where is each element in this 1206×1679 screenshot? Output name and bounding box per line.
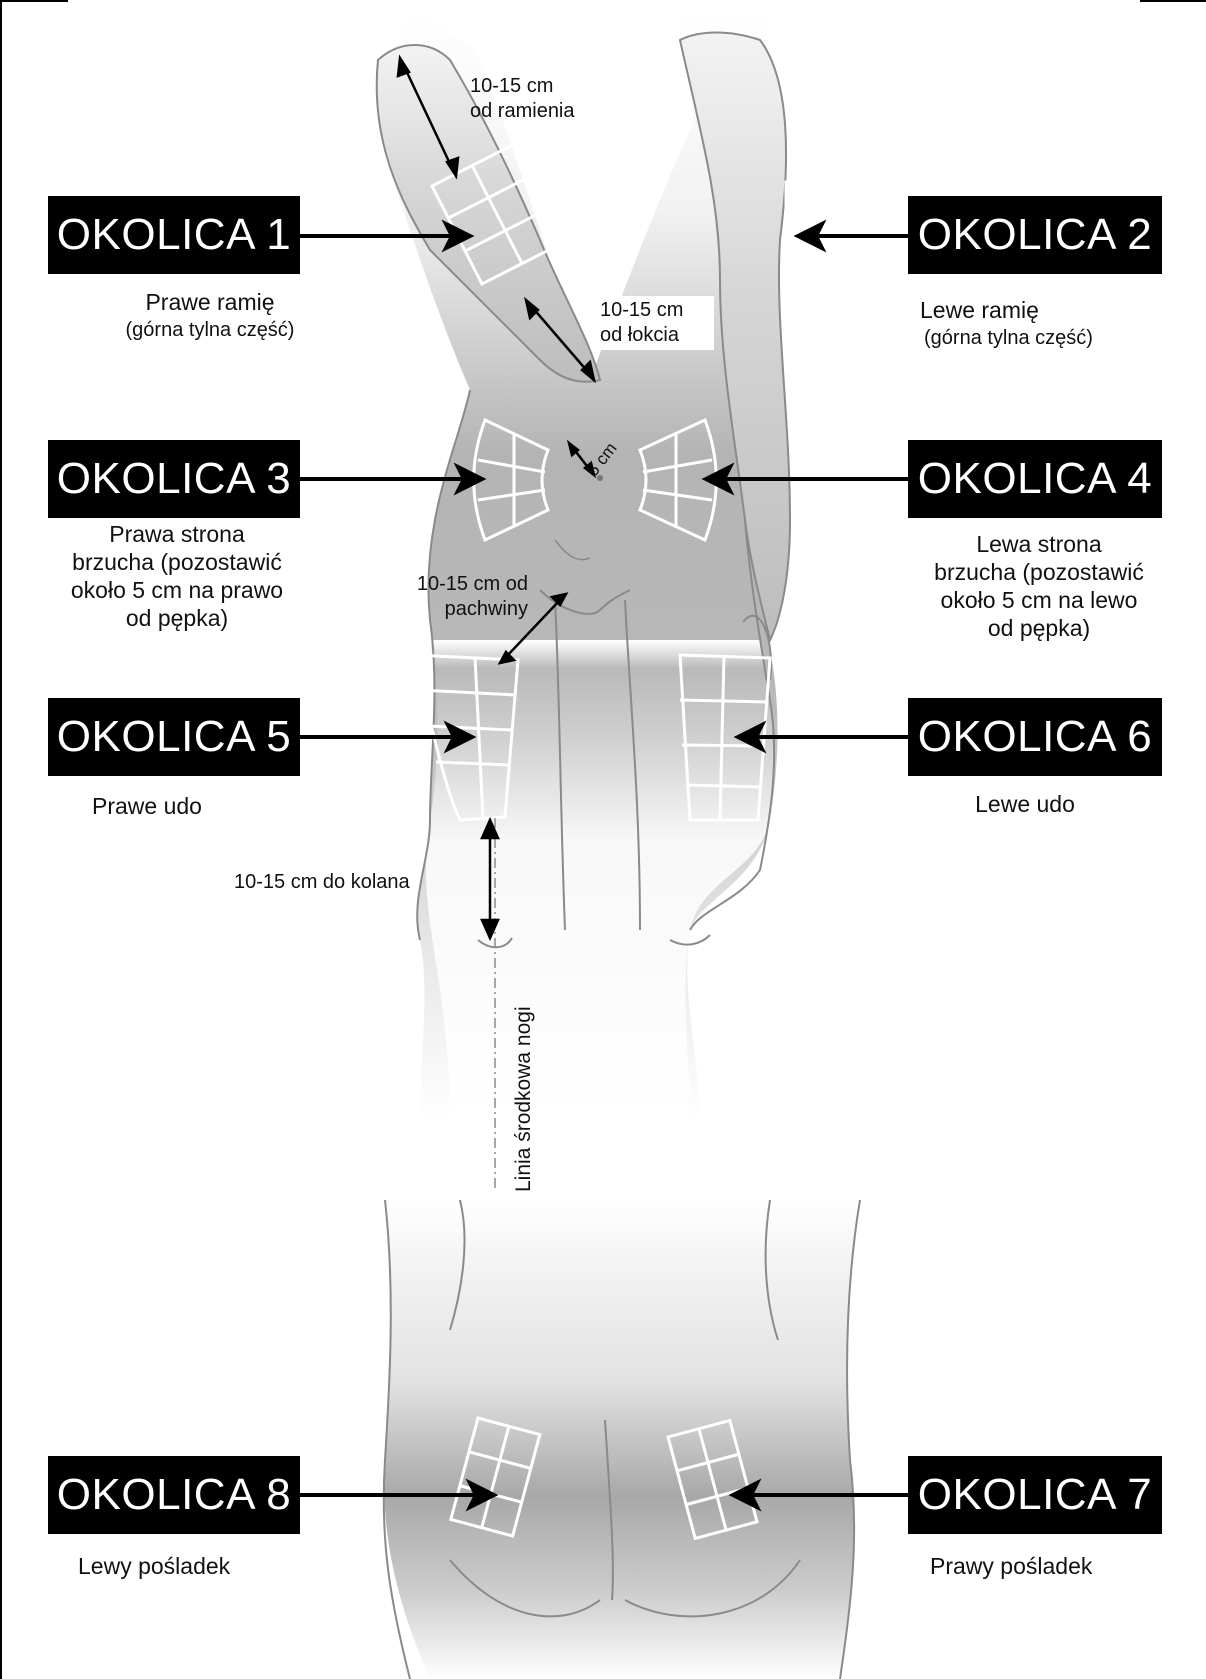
region-desc-8: Lewy pośladek <box>78 1552 318 1580</box>
elbow-distance-label: 10-15 cm od łokcia <box>596 296 714 350</box>
region-label-5: OKOLICA 5 <box>48 698 300 776</box>
region-desc-5: Prawe udo <box>92 792 252 820</box>
region-desc-7: Prawy pośladek <box>930 1552 1170 1580</box>
region-label-6: OKOLICA 6 <box>908 698 1162 776</box>
region-label-8: OKOLICA 8 <box>48 1456 300 1534</box>
region-label-3: OKOLICA 3 <box>48 440 300 518</box>
region-desc-1: Prawe ramię (górna tylna część) <box>80 288 340 344</box>
midline-label: Linia środkowa nogi <box>512 1006 536 1192</box>
region-label-4: OKOLICA 4 <box>908 440 1162 518</box>
region-label-2: OKOLICA 2 <box>908 196 1162 274</box>
region-label-1: OKOLICA 1 <box>48 196 300 274</box>
knee-distance-label: 10-15 cm do kolana <box>234 870 410 895</box>
groin-distance-label: 10-15 cm od pachwiny <box>378 572 528 622</box>
shoulder-distance-label: 10-15 cm od ramienia <box>470 74 575 124</box>
region-label-7: OKOLICA 7 <box>908 1456 1162 1534</box>
region-desc-4: Lewa strona brzucha (pozostawić około 5 … <box>904 530 1174 642</box>
region-desc-6: Lewe udo <box>945 790 1105 818</box>
region-desc-2: Lewe ramię (górna tylna część) <box>920 296 1180 352</box>
region-desc-3: Prawa strona brzucha (pozostawić około 5… <box>42 520 312 632</box>
